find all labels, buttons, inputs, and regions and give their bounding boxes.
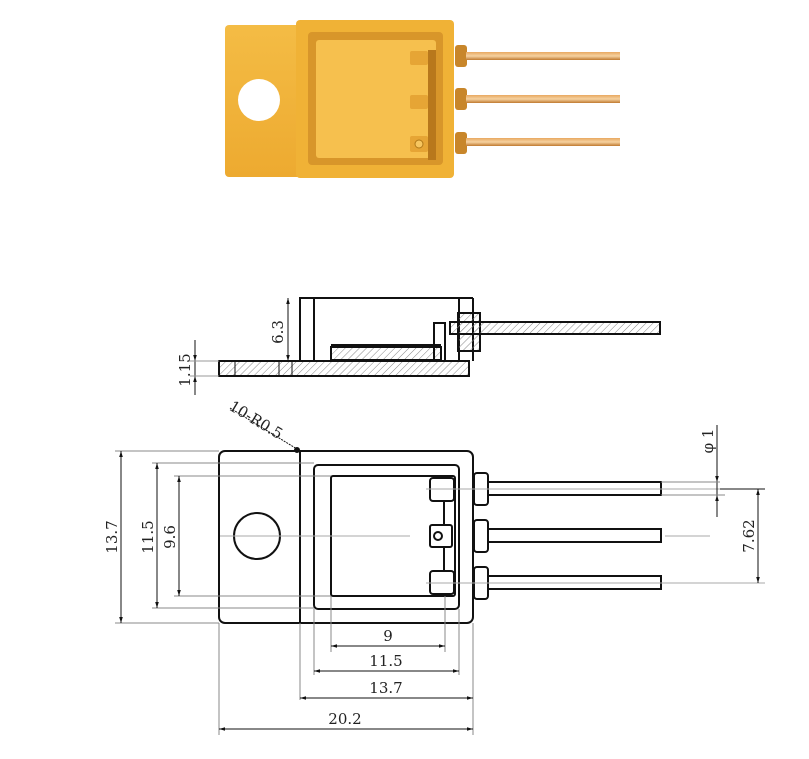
side-view [218,297,661,377]
package-photo [225,20,620,178]
dim-radius: 10-R0.5 [226,397,286,443]
photo-lid [316,40,436,158]
top-view [218,450,662,624]
top-lead-2 [487,528,662,543]
dim-lead-diameter: φ 1 [699,429,717,454]
top-inner-frame [313,464,460,610]
photo-lead-2 [466,95,620,103]
dim-cavity-width: 9 [383,627,393,645]
side-lead [449,321,661,335]
photo-mount-hole [238,79,280,121]
dim-flange-1-15: 1.15 [176,353,194,386]
top-dimensions [115,425,765,735]
dim-lead-pitch: 7.62 [740,519,758,552]
center-lines [220,488,765,584]
dim-cavity-height: 9.6 [161,525,179,549]
dim-height-6-3: 6.3 [269,320,287,344]
side-flange [218,360,470,377]
photo-lead-3 [466,138,620,146]
side-dimensions [190,298,300,453]
dim-inner-height: 11.5 [139,520,157,553]
side-wall-left [299,297,315,362]
photo-lead-1 [466,52,620,60]
dim-inner-width: 11.5 [369,652,402,670]
dim-body-width: 13.7 [369,679,402,697]
dim-outer-height: 13.7 [103,520,121,553]
dim-total-length: 20.2 [328,710,361,728]
side-substrate [330,346,442,361]
